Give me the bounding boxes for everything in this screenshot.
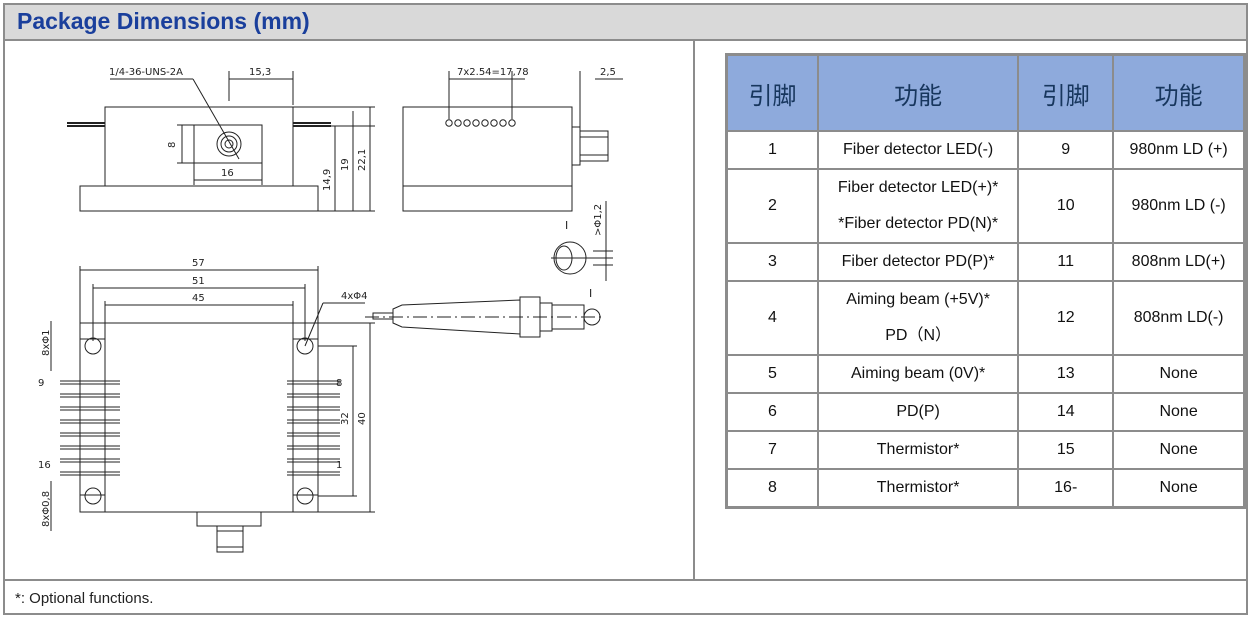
hole-label: 4xΦ4 bbox=[341, 291, 368, 302]
table-row: 1 Fiber detector LED(-) 9 980nm LD (+) bbox=[725, 130, 1246, 170]
pin-dia-bottom: 8xΦ0,8 bbox=[41, 491, 52, 527]
dim-22-1: 22,1 bbox=[357, 149, 368, 171]
front-view: 1/4-36-UNS-2A 15,3 8 16 bbox=[67, 67, 375, 212]
section-mark-bottom: I bbox=[589, 287, 592, 300]
table-row: 2 Fiber detector LED(+)* *Fiber detector… bbox=[725, 168, 1246, 244]
package-drawing: 1/4-36-UNS-2A 15,3 8 16 bbox=[38, 67, 623, 553]
function-b: None bbox=[1112, 468, 1246, 509]
function-a-line2: PD（N） bbox=[885, 327, 952, 344]
pin-a: 8 bbox=[725, 468, 819, 509]
dim-14-9: 14,9 bbox=[322, 169, 333, 191]
section-title: Package Dimensions (mm) bbox=[17, 8, 310, 34]
table-row: 4 Aiming beam (+5V)* PD（N） 12 808nm LD(-… bbox=[725, 280, 1246, 356]
table-row: 6 PD(P) 14 None bbox=[725, 392, 1246, 432]
datasheet-section: Package Dimensions (mm) 1/4-36-UNS-2A bbox=[3, 3, 1248, 615]
pin-a: 5 bbox=[725, 354, 819, 394]
function-a: Thermistor* bbox=[816, 468, 1020, 509]
dim-32: 32 bbox=[340, 412, 351, 425]
function-b: None bbox=[1112, 430, 1246, 470]
function-a: Fiber detector PD(P)* bbox=[816, 242, 1020, 282]
pin-9-label: 9 bbox=[38, 378, 44, 389]
function-a: Aiming beam (0V)* bbox=[816, 354, 1020, 394]
header-function-b: 功能 bbox=[1112, 53, 1246, 132]
section-header: Package Dimensions (mm) bbox=[5, 5, 1246, 41]
pin-a: 3 bbox=[725, 242, 819, 282]
pin-assignment-table: 引脚 功能 引脚 功能 1 Fiber detector LED(-) 9 98… bbox=[725, 53, 1246, 509]
fiber-pigtail: I bbox=[365, 287, 605, 338]
table-row: 5 Aiming beam (0V)* 13 None bbox=[725, 354, 1246, 394]
pin-b: 12 bbox=[1017, 280, 1115, 356]
pin-a: 7 bbox=[725, 430, 819, 470]
header-pin-b: 引脚 bbox=[1017, 53, 1115, 132]
pin-a: 6 bbox=[725, 392, 819, 432]
pin-a: 2 bbox=[725, 168, 819, 244]
function-a: Aiming beam (+5V)* PD（N） bbox=[816, 280, 1020, 356]
dim-19: 19 bbox=[340, 158, 351, 171]
function-b: None bbox=[1112, 354, 1246, 394]
dim-15-3: 15,3 bbox=[249, 67, 271, 78]
table-row: 7 Thermistor* 15 None bbox=[725, 430, 1246, 470]
function-b: 808nm LD(-) bbox=[1112, 280, 1246, 356]
pin-b: 11 bbox=[1017, 242, 1115, 282]
top-view: 57 51 45 4xΦ4 32 40 9 8 16 1 bbox=[38, 258, 375, 553]
dim-2-5: 2,5 bbox=[600, 67, 616, 78]
pin-8-label: 8 bbox=[336, 378, 342, 389]
pin-b: 9 bbox=[1017, 130, 1115, 170]
footnote-bar: *: Optional functions. bbox=[5, 579, 1246, 613]
header-function-a: 功能 bbox=[816, 53, 1020, 132]
side-view: 7x2.54=17,78 2,5 I >Φ1,2 bbox=[402, 67, 623, 281]
function-a-line1: Fiber detector LED(+)* bbox=[837, 179, 999, 196]
pin-b: 15 bbox=[1017, 430, 1115, 470]
dim-57: 57 bbox=[192, 258, 205, 269]
function-a-line1: Aiming beam (+5V)* bbox=[846, 291, 990, 308]
dim-51: 51 bbox=[192, 276, 205, 287]
dim-8: 8 bbox=[167, 142, 178, 148]
pin-b: 13 bbox=[1017, 354, 1115, 394]
package-drawing-panel: 1/4-36-UNS-2A 15,3 8 16 bbox=[5, 41, 695, 579]
pin-b: 10 bbox=[1017, 168, 1115, 244]
function-b: None bbox=[1112, 392, 1246, 432]
footnote-text: *: Optional functions. bbox=[15, 590, 154, 607]
function-b: 980nm LD (+) bbox=[1112, 130, 1246, 170]
pin-b: 16- bbox=[1017, 468, 1115, 509]
dim-45: 45 bbox=[192, 293, 205, 304]
pin-1-label: 1 bbox=[336, 460, 342, 471]
pitch-label: 7x2.54=17,78 bbox=[457, 67, 529, 78]
pin-b: 14 bbox=[1017, 392, 1115, 432]
dim-16: 16 bbox=[221, 168, 234, 179]
dim-phi-1-2: >Φ1,2 bbox=[593, 204, 604, 236]
table-row: 3 Fiber detector PD(P)* 11 808nm LD(+) bbox=[725, 242, 1246, 282]
function-b: 980nm LD (-) bbox=[1112, 168, 1246, 244]
table-header-row: 引脚 功能 引脚 功能 bbox=[725, 53, 1246, 132]
function-a: PD(P) bbox=[816, 392, 1020, 432]
table-row: 8 Thermistor* 16- None bbox=[725, 468, 1246, 509]
pin-16-label: 16 bbox=[38, 460, 51, 471]
function-a: Fiber detector LED(-) bbox=[816, 130, 1020, 170]
function-a: Fiber detector LED(+)* *Fiber detector P… bbox=[816, 168, 1020, 244]
thread-label: 1/4-36-UNS-2A bbox=[109, 67, 183, 78]
function-a: Thermistor* bbox=[816, 430, 1020, 470]
function-b: 808nm LD(+) bbox=[1112, 242, 1246, 282]
section-mark-top: I bbox=[565, 219, 568, 232]
pin-dia-top: 8xΦ1 bbox=[41, 329, 52, 356]
pin-a: 1 bbox=[725, 130, 819, 170]
pin-table-panel: 引脚 功能 引脚 功能 1 Fiber detector LED(-) 9 98… bbox=[695, 41, 1246, 579]
pin-a: 4 bbox=[725, 280, 819, 356]
header-pin-a: 引脚 bbox=[725, 53, 819, 132]
function-a-line2: *Fiber detector PD(N)* bbox=[838, 215, 999, 232]
dim-40: 40 bbox=[357, 412, 368, 425]
